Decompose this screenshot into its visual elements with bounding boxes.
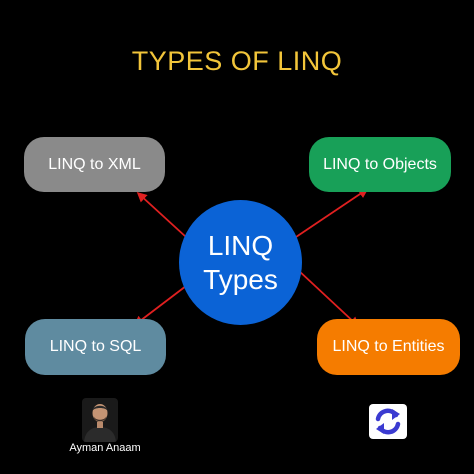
node-linq-to-xml: LINQ to XML	[24, 137, 165, 192]
author-name: Ayman Anaam	[69, 442, 141, 454]
node-label: LINQ to Objects	[323, 155, 437, 173]
sync-arrows-icon	[369, 404, 407, 439]
arrow-to-entities	[297, 269, 360, 328]
author-avatar	[82, 398, 118, 442]
diagram-title: TYPES OF LINQ	[131, 46, 343, 76]
node-linq-to-objects: LINQ to Objects	[309, 137, 451, 192]
node-label: LINQ to SQL	[49, 338, 142, 355]
node-label: LINQ to XML	[48, 155, 141, 173]
arrow-to-xml	[136, 191, 187, 238]
person-photo-icon	[82, 398, 118, 442]
node-label: LINQ to Entities	[332, 338, 445, 355]
node-linq-to-sql: LINQ to SQL	[25, 319, 166, 375]
brand-logo	[369, 404, 407, 439]
center-label-line1: LINQ	[207, 230, 274, 262]
center-label-line2: Types	[203, 263, 278, 295]
arrow-to-sql	[133, 285, 187, 326]
center-node-linq-types: LINQ Types	[179, 200, 302, 325]
node-linq-to-entities: LINQ to Entities	[317, 319, 460, 375]
arrow-to-objects	[295, 188, 369, 238]
